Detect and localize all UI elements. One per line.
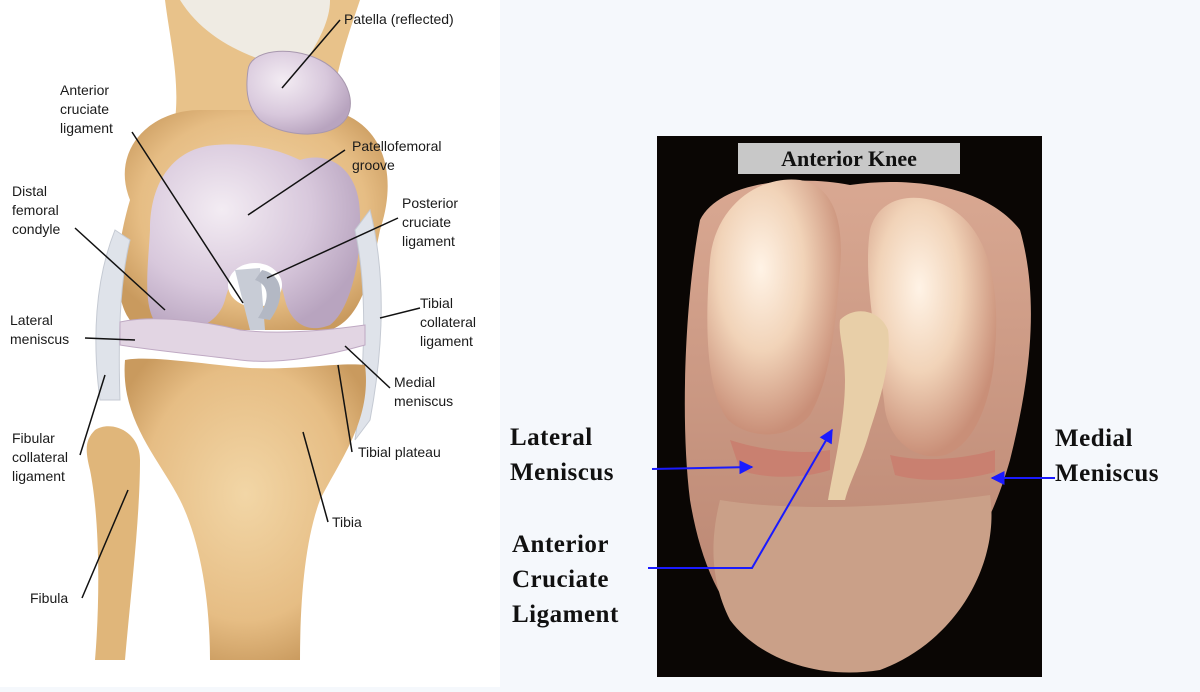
label-fibular-collateral-2: collateral xyxy=(12,449,68,465)
label-lateral-meniscus-2: meniscus xyxy=(10,331,69,347)
label-medial-meniscus-1: Medial xyxy=(394,374,435,390)
photo-label-lateral-1: Lateral xyxy=(510,424,593,451)
acl-shape xyxy=(235,268,265,330)
illustration-leaders xyxy=(74,19,421,599)
photo-label-medial-2: Meniscus xyxy=(1055,460,1159,487)
menisci-shape xyxy=(119,318,366,362)
label-tibial-collateral-1: Tibial xyxy=(420,295,453,311)
arrow-lateral-meniscus xyxy=(651,460,754,475)
label-tibia: Tibia xyxy=(332,514,362,530)
photo-label-acl-3: Ligament xyxy=(512,601,619,628)
illustration-labels: Patella (reflected) Anterior cruciate li… xyxy=(10,11,476,606)
femoral-condyles xyxy=(147,144,361,332)
label-medial-meniscus-2: meniscus xyxy=(394,393,453,409)
label-tibial-plateau: Tibial plateau xyxy=(358,444,441,460)
label-acl-1: Anterior xyxy=(60,82,109,98)
label-pcl-2: cruciate xyxy=(402,214,451,230)
photo-acl xyxy=(828,311,889,500)
label-lateral-meniscus-1: Lateral xyxy=(10,312,53,328)
label-patellofemoral-2: groove xyxy=(352,157,395,173)
tibia-shape xyxy=(124,358,366,660)
label-pcl-1: Posterior xyxy=(402,195,458,211)
photo-title: Anterior Knee xyxy=(781,146,917,171)
photo-medial-meniscus xyxy=(890,450,995,480)
label-distal-2: femoral xyxy=(12,202,59,218)
photo-label-medial-1: Medial xyxy=(1055,425,1133,452)
photo-arrows xyxy=(648,428,1055,569)
photo-title-box xyxy=(738,143,960,174)
knee-illustration xyxy=(86,0,388,660)
label-fibula: Fibula xyxy=(30,590,68,606)
patella xyxy=(246,50,351,135)
photo-tibia-tissue xyxy=(713,495,992,673)
photo-lateral-meniscus xyxy=(730,440,830,477)
label-fibular-collateral-3: ligament xyxy=(12,468,65,484)
label-acl-2: cruciate xyxy=(60,101,109,117)
photo-labels: Lateral Meniscus Medial Meniscus Anterio… xyxy=(510,424,1159,628)
arrow-acl xyxy=(648,428,833,569)
label-patellofemoral-1: Patellofemoral xyxy=(352,138,442,154)
fibular-collateral-shape xyxy=(95,229,131,401)
knee-photo: Anterior Knee xyxy=(657,136,1042,677)
photo-label-acl-1: Anterior xyxy=(512,531,609,558)
pcl-shape xyxy=(255,270,281,320)
label-tibial-collateral-2: collateral xyxy=(420,314,476,330)
label-pcl-3: ligament xyxy=(402,233,455,249)
photo-label-acl-2: Cruciate xyxy=(512,566,609,593)
label-patella: Patella (reflected) xyxy=(344,11,454,27)
label-tibial-collateral-3: ligament xyxy=(420,333,473,349)
label-distal-1: Distal xyxy=(12,183,47,199)
fibula-shape xyxy=(86,426,140,660)
label-fibular-collateral-1: Fibular xyxy=(12,430,55,446)
photo-medial-condyle xyxy=(867,197,997,457)
label-acl-3: ligament xyxy=(60,120,113,136)
photo-label-lateral-2: Meniscus xyxy=(510,459,614,486)
photo-lateral-condyle xyxy=(707,179,841,435)
label-distal-3: condyle xyxy=(12,221,60,237)
